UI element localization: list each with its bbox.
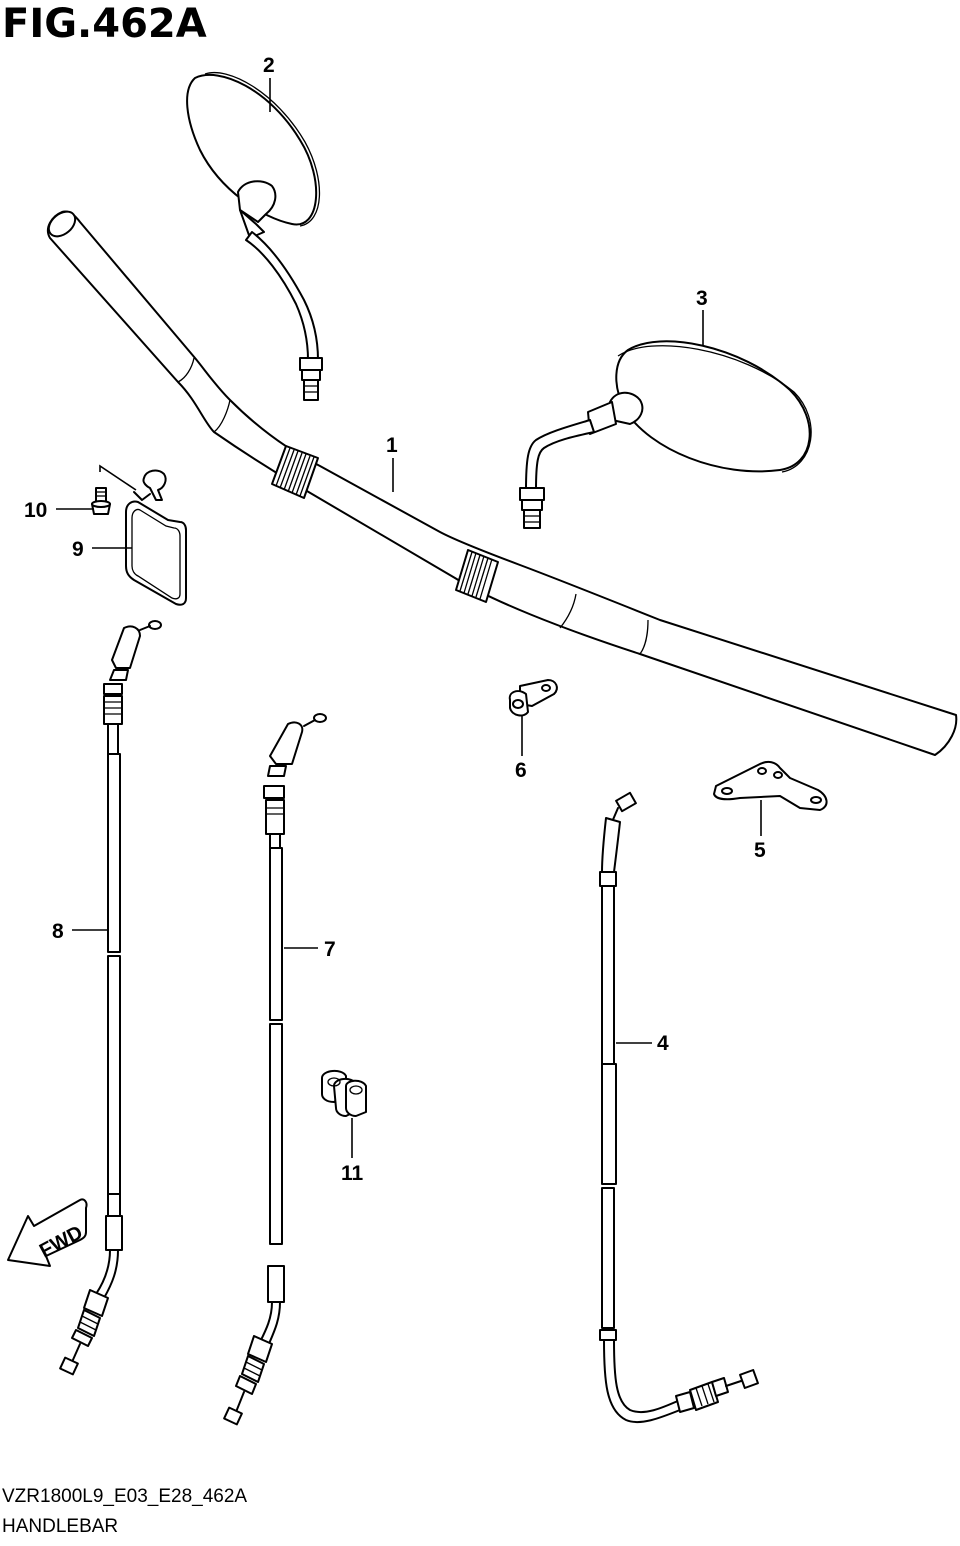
callout-8: 8 [52, 920, 64, 943]
bracket-part [713, 760, 828, 811]
callout-10: 10 [24, 499, 47, 522]
mirror-left-part [186, 72, 323, 401]
cable-8-part [59, 620, 162, 1376]
leader-lines [56, 78, 762, 1158]
callout-7: 7 [324, 938, 336, 961]
callout-2: 2 [263, 54, 275, 77]
callout-6: 6 [515, 759, 527, 782]
mirror-right-part [519, 340, 812, 529]
callout-3: 3 [696, 287, 708, 310]
figure-title: FIG.462A [2, 1, 207, 47]
callout-5: 5 [754, 839, 766, 862]
callout-11: 11 [341, 1162, 364, 1185]
callout-9: 9 [72, 538, 84, 561]
callout-labels: 1 2 3 4 5 6 7 8 9 10 11 [24, 54, 766, 1185]
forward-direction-arrow: FWD [7, 1198, 88, 1267]
callout-4: 4 [657, 1032, 669, 1055]
figure-code: VZR1800L9_E03_E28_462A [2, 1486, 248, 1507]
screw-part [91, 487, 111, 515]
figure-name: HANDLEBAR [2, 1516, 119, 1537]
tag-holder-part [125, 469, 187, 606]
handlebar-part [46, 210, 958, 756]
cable-4-part [599, 791, 759, 1424]
cable-7-part [223, 713, 327, 1426]
clamp-part [508, 679, 558, 717]
callout-1: 1 [386, 434, 398, 457]
cable-clip-part [321, 1070, 367, 1117]
